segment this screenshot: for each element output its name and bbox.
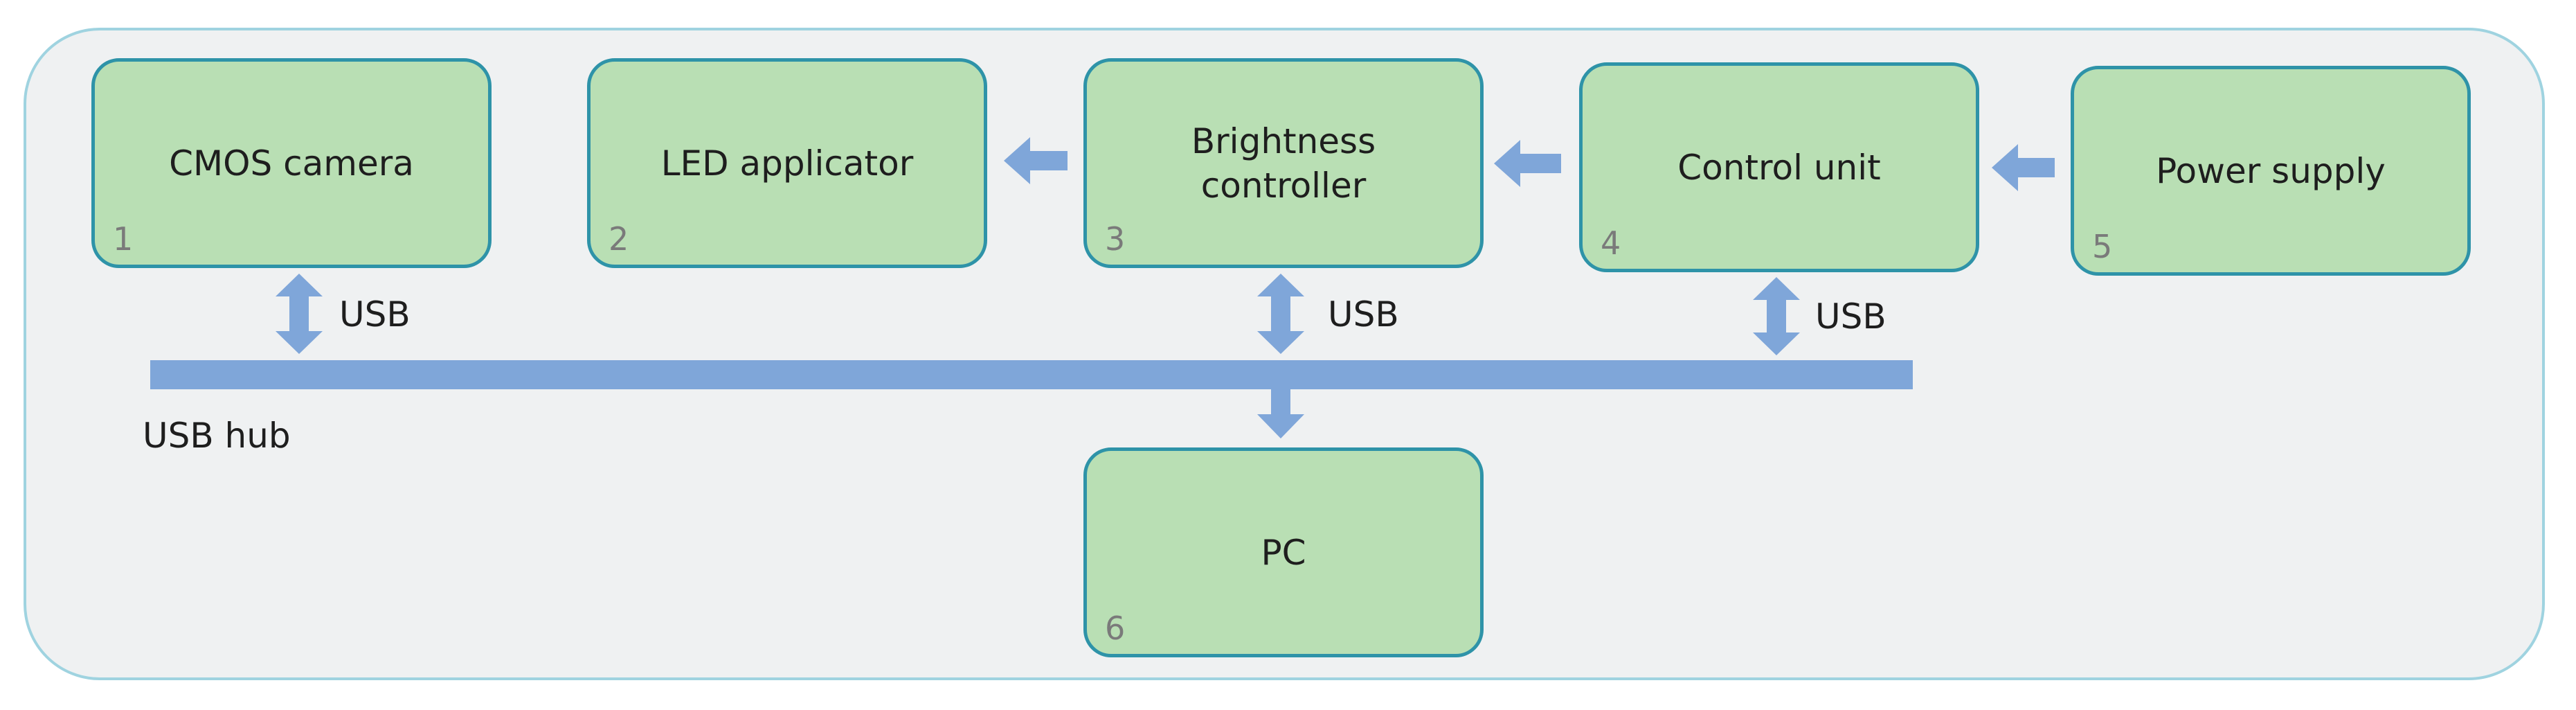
block-control-unit: Control unit 4	[1579, 62, 1979, 272]
usb-label-camera: USB	[339, 294, 411, 335]
block-cmos-camera: CMOS camera 1	[91, 58, 492, 268]
block-number-camera: 1	[113, 220, 134, 258]
block-pc: PC 6	[1083, 447, 1484, 657]
block-number-led: 2	[609, 220, 629, 258]
usb-hub-label: USB hub	[143, 416, 291, 456]
block-label-brightness: Brightness controller	[1191, 121, 1376, 206]
block-number-brightness: 3	[1105, 220, 1126, 258]
block-number-control: 4	[1601, 224, 1621, 262]
arrow-brightness-to-led	[1004, 137, 1068, 184]
block-label-camera: CMOS camera	[169, 143, 414, 184]
usb-arrow-camera	[276, 274, 323, 354]
usb-arrow-brightness	[1257, 274, 1304, 354]
block-label-control: Control unit	[1677, 147, 1881, 188]
arrow-power-to-control	[1992, 144, 2055, 191]
block-brightness-controller: Brightness controller 3	[1083, 58, 1484, 268]
usb-arrow-control	[1753, 277, 1800, 355]
arrow-hub-to-pc	[1257, 389, 1304, 438]
arrow-control-to-brightness	[1494, 140, 1561, 187]
block-number-pc: 6	[1105, 610, 1126, 647]
block-led-applicator: LED applicator 2	[587, 58, 987, 268]
block-number-power: 5	[2092, 228, 2113, 265]
usb-label-brightness: USB	[1328, 294, 1399, 335]
block-power-supply: Power supply 5	[2071, 66, 2471, 276]
block-label-led: LED applicator	[660, 143, 914, 184]
block-label-pc: PC	[1261, 532, 1306, 573]
usb-hub-bar	[150, 360, 1913, 389]
block-label-power: Power supply	[2156, 150, 2386, 191]
usb-label-control: USB	[1815, 296, 1886, 337]
